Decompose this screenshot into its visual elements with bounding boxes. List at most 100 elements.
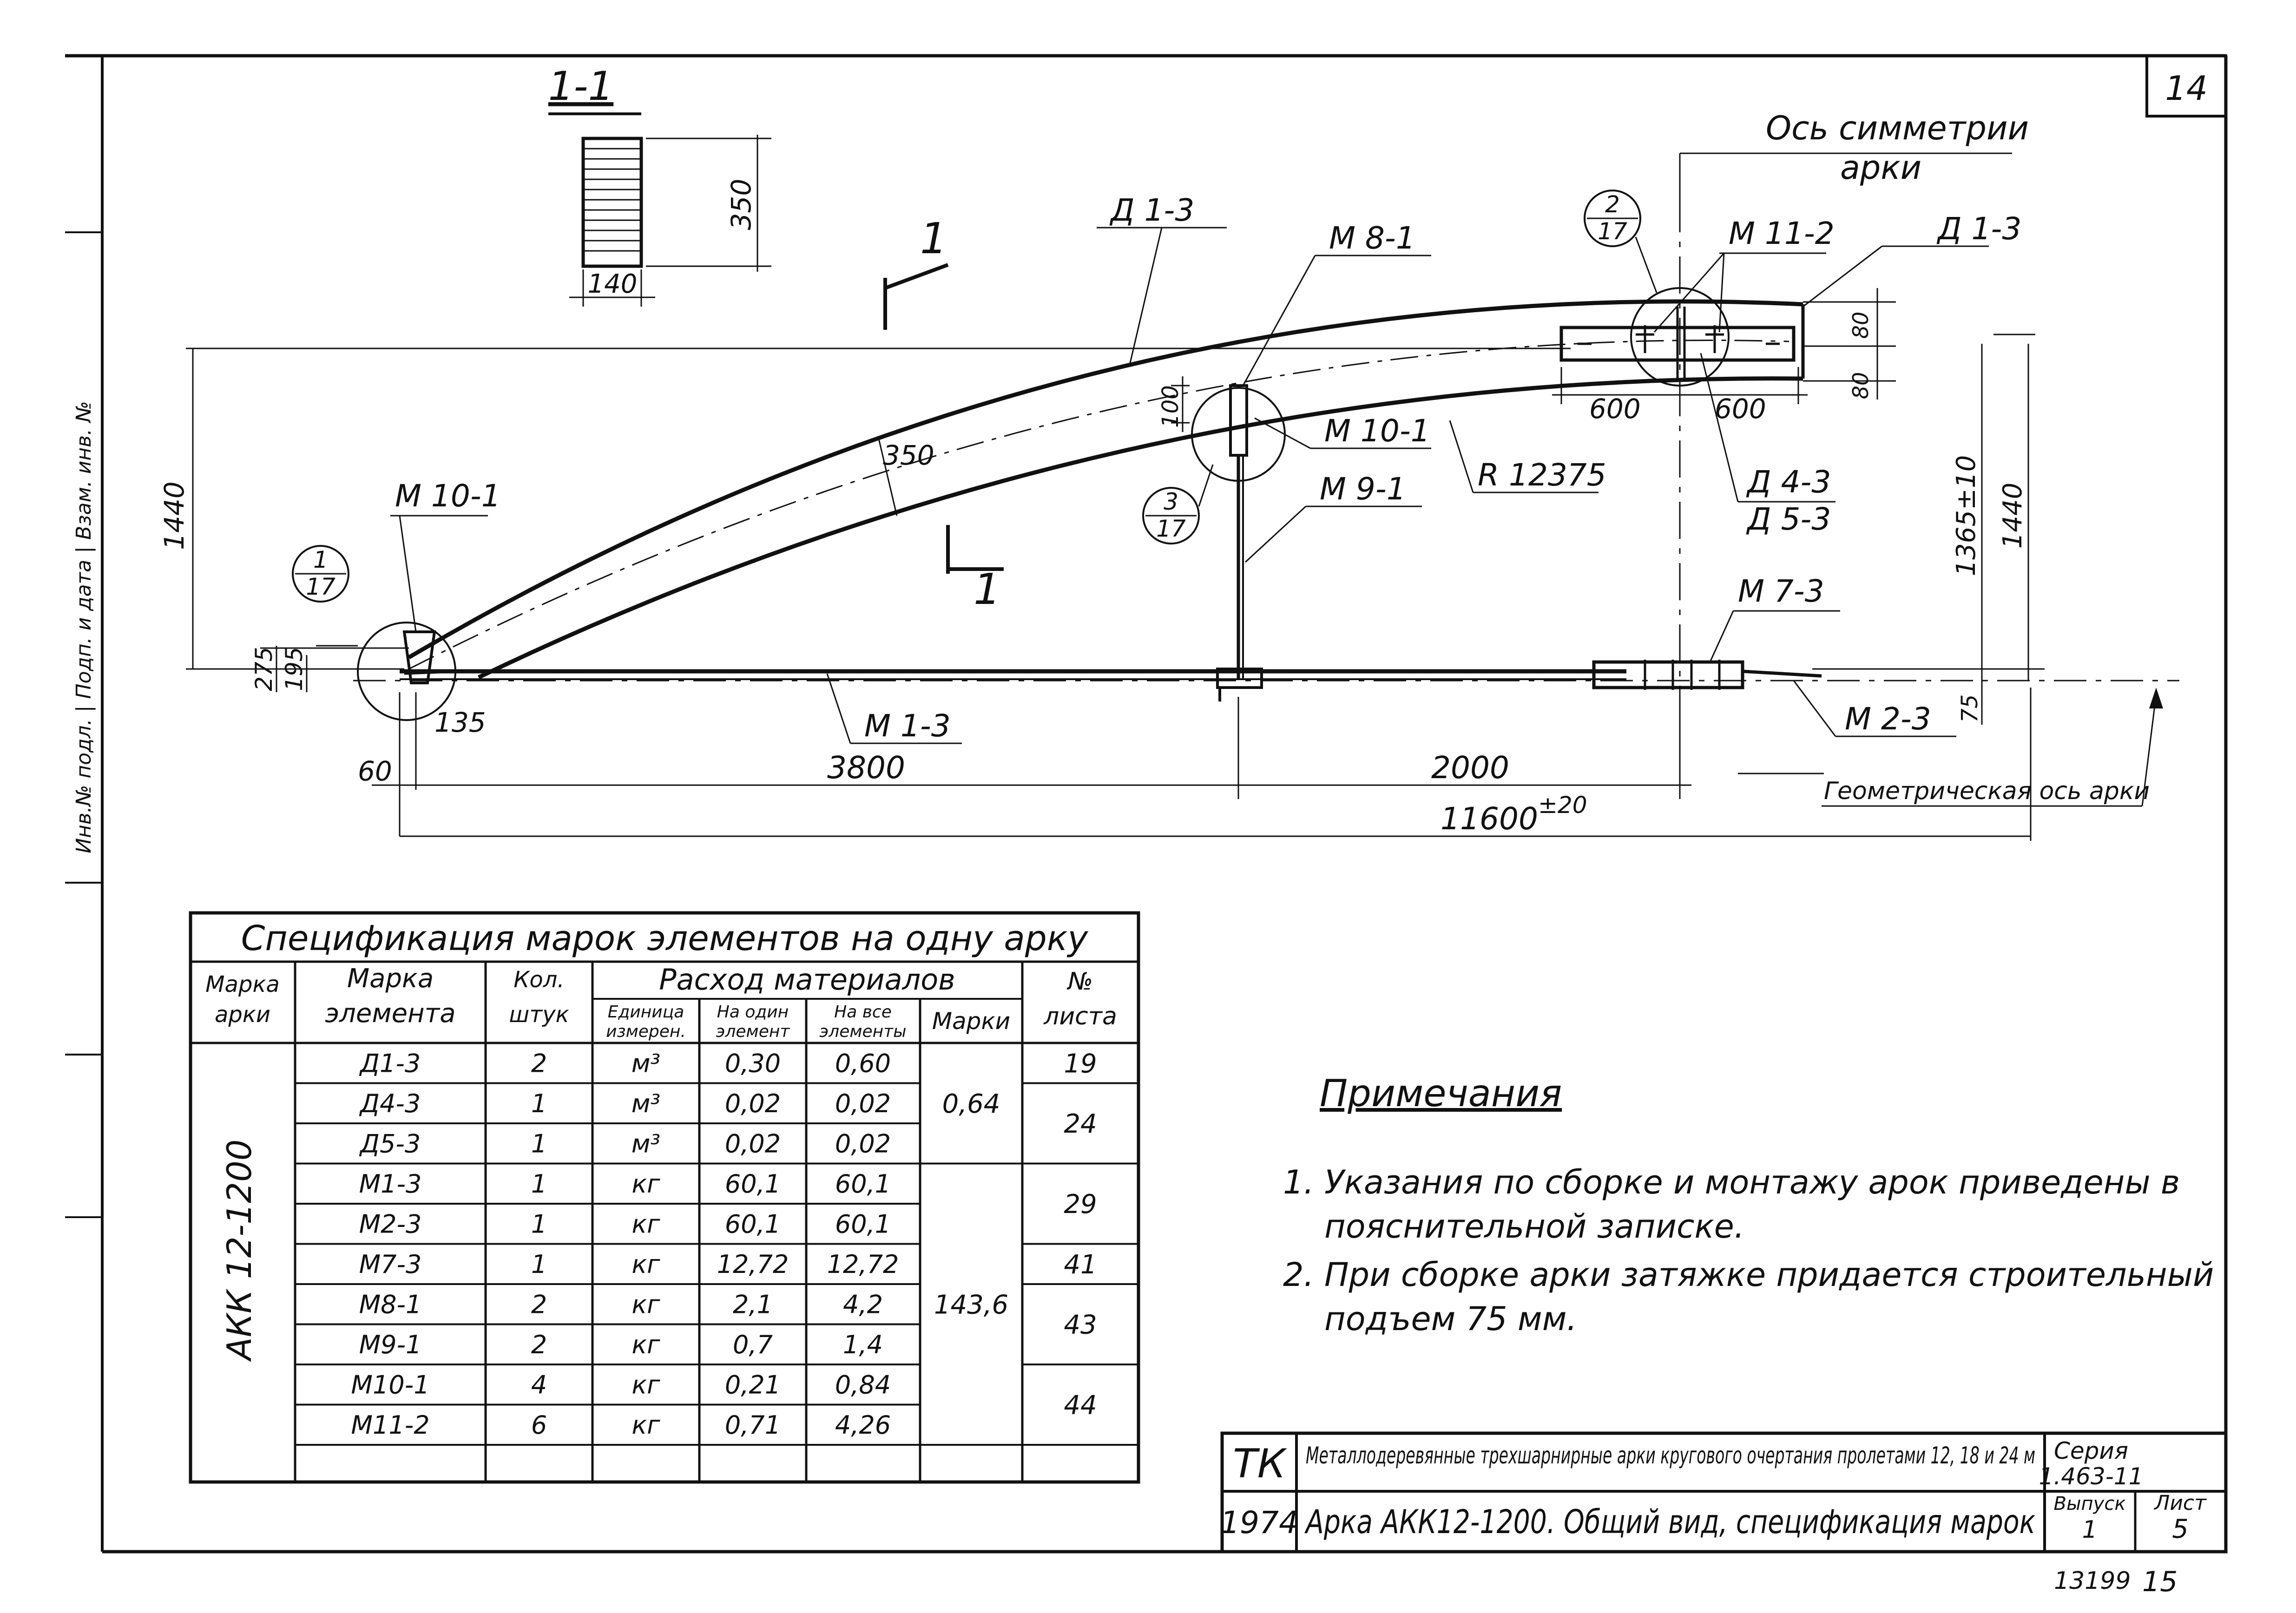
th-marks: Марки bbox=[932, 1008, 1010, 1035]
cell-element: М9-1 bbox=[359, 1330, 422, 1359]
section-width-dim: 140 bbox=[588, 269, 638, 299]
th-per-one-1: На один bbox=[717, 1003, 789, 1022]
cell-element: Д4-3 bbox=[359, 1089, 421, 1118]
dim-195: 195 bbox=[281, 647, 308, 691]
cell-sheet-no: 19 bbox=[1064, 1049, 1097, 1079]
cell-qty: 1 bbox=[531, 1250, 547, 1279]
title-org: ТК bbox=[1233, 1441, 1288, 1487]
symmetry-axis-label-2: арки bbox=[1840, 149, 1921, 187]
dim-1440-right: 1440 bbox=[1998, 483, 2028, 549]
dim-3800: 3800 bbox=[827, 750, 905, 786]
cell-one: 12,72 bbox=[717, 1250, 789, 1279]
th-sheet-2: листа bbox=[1043, 1003, 1117, 1030]
callout-3-bottom: 17 bbox=[1156, 515, 1186, 542]
cell-sheet-no: 29 bbox=[1064, 1189, 1097, 1220]
th-sheet-1: № bbox=[1066, 968, 1093, 996]
title-description: Металлодеревянные трехшарнирные арки кру… bbox=[1306, 1442, 2035, 1469]
label-m1-3: М 1-3 bbox=[864, 708, 951, 744]
notes-title: Примечания bbox=[1320, 1072, 1562, 1115]
cell-qty: 6 bbox=[531, 1410, 547, 1440]
dim-11600-tolerance: ±20 bbox=[1538, 792, 1587, 819]
th-per-all-1: На все bbox=[834, 1003, 892, 1022]
geometric-axis-arrow bbox=[2149, 688, 2163, 708]
cell-one: 60,1 bbox=[725, 1209, 781, 1239]
label-d1-3-right: Д 1-3 bbox=[1936, 211, 2021, 247]
cell-unit: кг bbox=[632, 1410, 661, 1440]
label-m10-1-left: М 10-1 bbox=[395, 478, 501, 514]
dim-350: 350 bbox=[883, 439, 934, 471]
cell-all: 60,1 bbox=[835, 1169, 891, 1199]
cell-all: 4,2 bbox=[843, 1290, 883, 1319]
cell-all: 4,26 bbox=[835, 1410, 891, 1440]
cell-one: 0,02 bbox=[725, 1129, 781, 1158]
cell-qty: 2 bbox=[531, 1049, 547, 1078]
th-arch-mark-2: арки bbox=[215, 1002, 270, 1028]
label-m7-3: М 7-3 bbox=[1738, 573, 1824, 609]
cell-qty: 1 bbox=[531, 1169, 547, 1199]
dim-11600: 11600 bbox=[1441, 801, 1538, 837]
cell-element: М10-1 bbox=[351, 1370, 429, 1399]
dim-80-top: 80 bbox=[1848, 312, 1873, 339]
arch-body bbox=[408, 299, 1805, 680]
cell-all: 0,60 bbox=[835, 1049, 891, 1078]
callout-2-17: 2 17 bbox=[1584, 190, 1658, 293]
dimension-lines bbox=[186, 288, 2045, 841]
label-radius: R 12375 bbox=[1478, 457, 1606, 493]
th-element-mark-2: элемента bbox=[325, 998, 455, 1029]
th-element-mark-1: Марка bbox=[347, 964, 434, 994]
label-m2-3: М 2-3 bbox=[1845, 701, 1931, 737]
title-sheet-title: Арка АКК12-1200. Общий вид, спецификация… bbox=[1304, 1503, 2035, 1541]
note-item: При сборке арки затяжке придается строит… bbox=[1324, 1253, 2226, 1341]
sheet-frame bbox=[65, 54, 2228, 1554]
leader-lines bbox=[316, 227, 2157, 807]
dim-80-bottom: 80 bbox=[1848, 372, 1873, 400]
section-cut-mark-bottom bbox=[946, 525, 1004, 574]
ridge-splice bbox=[1559, 287, 1796, 387]
th-qty-2: штук bbox=[509, 1002, 569, 1028]
cell-unit: м³ bbox=[632, 1129, 660, 1158]
label-d1-3-left: Д 1-3 bbox=[1109, 192, 1194, 228]
cell-unit: кг bbox=[632, 1169, 661, 1199]
th-per-one-2: элемент bbox=[716, 1022, 790, 1041]
cell-element: М8-1 bbox=[359, 1290, 422, 1319]
label-m10-1-mid: М 10-1 bbox=[1324, 413, 1430, 449]
section-cut-mark-top bbox=[883, 263, 949, 330]
th-unit-1: Единица bbox=[608, 1003, 684, 1022]
cell-unit: кг bbox=[632, 1209, 661, 1239]
cell-unit: м³ bbox=[632, 1049, 660, 1078]
cell-qty: 4 bbox=[531, 1370, 547, 1399]
cell-all: 0,02 bbox=[835, 1089, 891, 1118]
tie-rod bbox=[400, 660, 1822, 690]
section-height-dim: 350 bbox=[725, 179, 757, 230]
section-title: 1-1 bbox=[548, 63, 613, 110]
title-block bbox=[1220, 1431, 2228, 1554]
cell-one: 60,1 bbox=[725, 1169, 781, 1199]
notes-block: Примечания Указания по сборке и монтажу … bbox=[1283, 1069, 2226, 1345]
label-m11-2: М 11-2 bbox=[1729, 216, 1835, 251]
cell-element: М11-2 bbox=[351, 1410, 429, 1440]
dim-600-right: 600 bbox=[1715, 393, 1766, 425]
cell-unit: м³ bbox=[632, 1089, 660, 1118]
cell-all: 60,1 bbox=[835, 1209, 891, 1239]
cell-element: М1-3 bbox=[359, 1169, 422, 1199]
title-year: 1974 bbox=[1220, 1505, 1298, 1541]
dim-60: 60 bbox=[358, 755, 392, 787]
callout-3-17: 3 17 bbox=[1142, 464, 1214, 544]
dim-100: 100 bbox=[1158, 385, 1184, 428]
cell-unit: кг bbox=[632, 1330, 661, 1359]
cell-element: Д1-3 bbox=[359, 1049, 421, 1078]
label-geometric-axis: Геометрическая ось арки bbox=[1824, 777, 2150, 805]
cell-qty: 1 bbox=[531, 1209, 547, 1239]
callout-2-bottom: 17 bbox=[1598, 218, 1627, 245]
cell-sheet-no: 41 bbox=[1064, 1250, 1097, 1280]
section-mark-bottom: 1 bbox=[974, 564, 1001, 614]
callout-1-top: 1 bbox=[313, 546, 328, 573]
cell-one: 2,1 bbox=[733, 1290, 773, 1319]
cell-sheet-no: 24 bbox=[1064, 1109, 1097, 1139]
dim-1365: 1365±10 bbox=[1951, 455, 1981, 577]
cell-element: М2-3 bbox=[359, 1209, 422, 1239]
cell-one: 0,71 bbox=[725, 1410, 781, 1440]
arch-mark-value: АКК 12-1200 bbox=[220, 1139, 259, 1362]
